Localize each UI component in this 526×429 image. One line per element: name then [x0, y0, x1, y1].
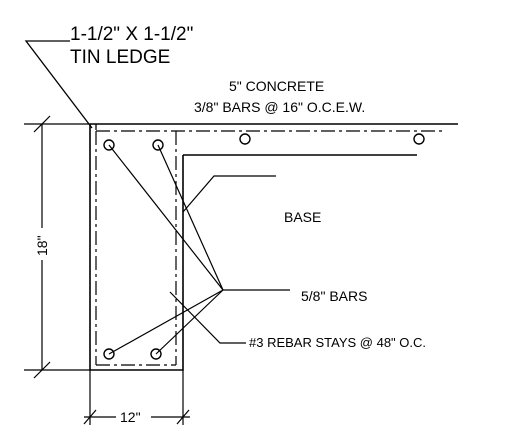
- ledge-name-label: TIN LEDGE: [70, 47, 170, 68]
- bars-leader-bottom-left: [108, 289, 224, 355]
- base-label: BASE: [284, 209, 321, 225]
- stays-leader: [169, 291, 246, 344]
- slab-rebar-1: [239, 133, 251, 145]
- width-dimension-label: 12": [120, 409, 141, 425]
- bars-leader-top-left: [108, 144, 224, 291]
- main-bars-label: 5/8" BARS: [301, 288, 367, 304]
- height-dimension-label: 18": [34, 235, 50, 256]
- stays-label: #3 REBAR STAYS @ 48" O.C.: [249, 335, 426, 350]
- rebar-bottom-right: [150, 348, 162, 360]
- height-label-gap: [32, 228, 52, 260]
- bars-leader-top-right: [157, 144, 224, 291]
- footing-outline: [89, 124, 184, 371]
- tin-ledge-leader: [24, 40, 93, 129]
- height-tick-top: [33, 115, 51, 133]
- width-tick-left: [83, 409, 97, 425]
- concrete-label: 5" CONCRETE: [229, 78, 324, 94]
- height-tick-bottom: [33, 361, 51, 379]
- rebar-top-left: [103, 139, 115, 151]
- base-leader: [182, 175, 276, 213]
- rebar-bottom-left: [103, 348, 115, 360]
- slab-rebar-2: [413, 133, 425, 145]
- bars-leader-bottom-right: [155, 289, 224, 355]
- slab-bars-label: 3/8" BARS @ 16" O.C.E.W.: [194, 99, 365, 115]
- ledge-size-label: 1-1/2" X 1-1/2": [70, 24, 193, 45]
- width-tick-right: [176, 409, 190, 425]
- rebar-top-right: [152, 139, 164, 151]
